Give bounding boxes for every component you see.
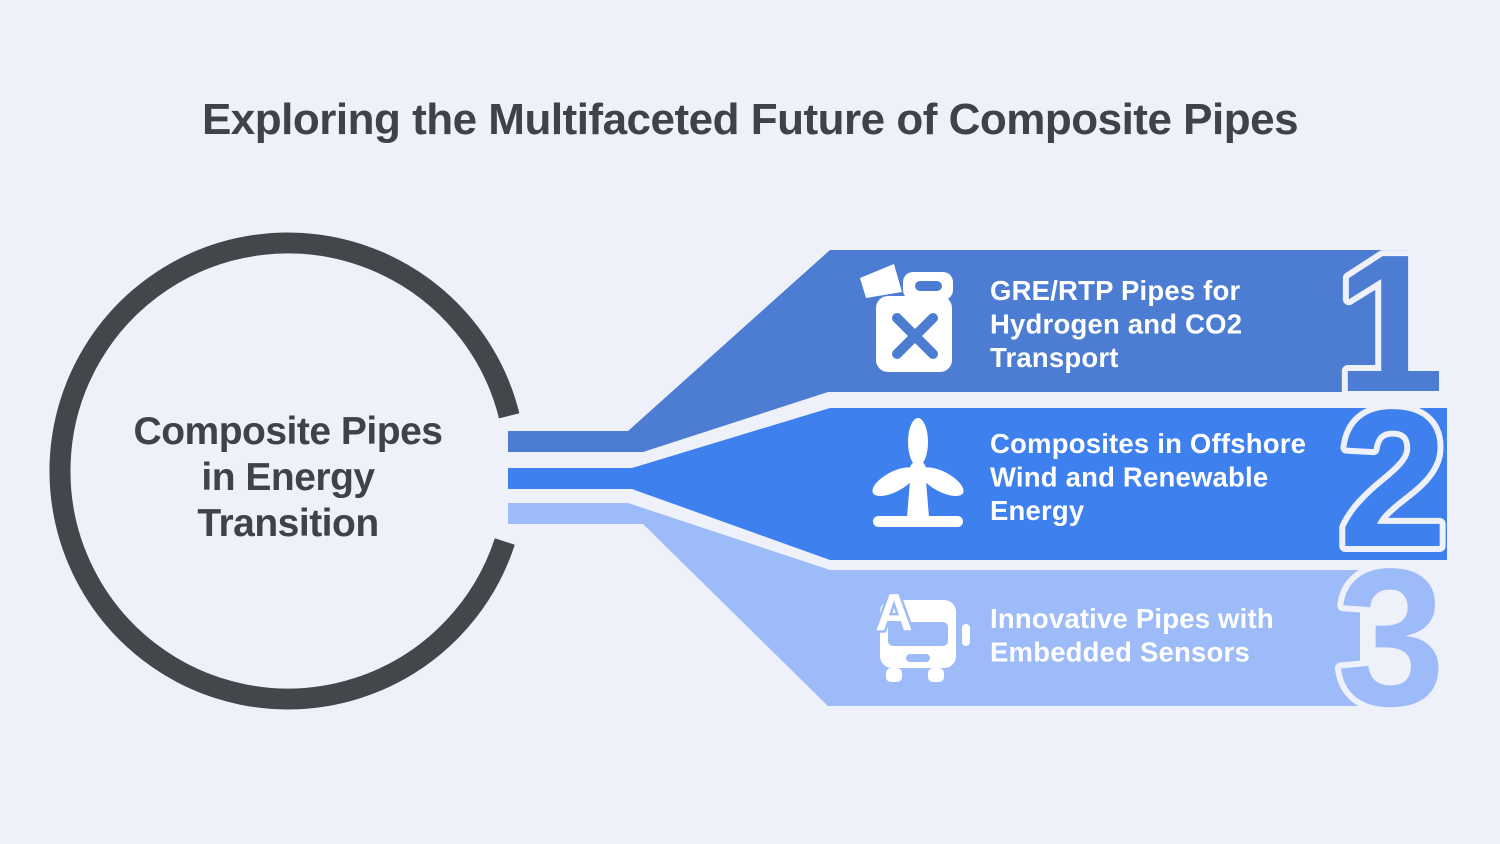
turbine-blade [920,467,964,496]
banner-line: GRE/RTP Pipes for [990,275,1241,306]
banner-line: Energy [990,495,1085,526]
item-2-number: 2 [1338,369,1447,588]
item-1-text: GRE/RTP Pipes for Hydrogen and CO2 Trans… [990,275,1242,373]
jerry-can-handle-hole [915,281,942,291]
item-1-ribbon [508,250,1408,452]
turbine-blade [872,467,916,496]
item-3: 3 A Innovative Pipes with Embedded Senso… [508,503,1452,753]
item-2-text: Composites in Offshore Wind and Renewabl… [990,428,1306,526]
center-ring [49,232,520,710]
bus-grille [906,654,930,662]
item-2-ribbon [508,408,1447,560]
center-label-line: in Energy [201,456,375,499]
item-2: 2 Composites in Offshore Wind and Renewa… [508,363,1454,594]
bus-wheel [886,668,902,682]
jerry-can-fuel-icon [860,264,953,372]
banner-line: Embedded Sensors [990,637,1250,668]
turbine-blade [908,418,928,466]
item-1-number: 1 [1335,214,1444,433]
bus-mirror [962,624,970,646]
autonomous-bus-icon: A [873,582,970,682]
center-label-line: Transition [197,502,378,545]
jerry-can-x-mark [892,313,938,359]
banner-line: Hydrogen and CO2 [990,309,1242,340]
banner-line: Transport [990,342,1119,373]
banner-line: Composites in Offshore [990,428,1306,459]
jerry-can-spout [860,264,902,298]
center-circle-label: Composite Pipes in Energy Transition [134,410,443,545]
turbine-base [873,516,963,527]
item-3-number: 3 [1336,528,1445,747]
center-label-line: Composite Pipes [134,410,443,453]
page-title: Exploring the Multifaceted Future of Com… [202,95,1298,144]
bus-windshield [888,622,948,646]
wind-turbine-icon [872,418,964,527]
bus-wheel [928,668,944,682]
turbine-pole [907,469,929,517]
item-1: 1 GRE/RTP Pipes for Hydrogen and CO2 Tra… [508,208,1451,452]
bus-letter-a: A [875,584,913,642]
banner-line: Innovative Pipes with [990,603,1274,634]
item-3-text: Innovative Pipes with Embedded Sensors [990,603,1274,668]
banner-line: Wind and Renewable [990,462,1268,493]
